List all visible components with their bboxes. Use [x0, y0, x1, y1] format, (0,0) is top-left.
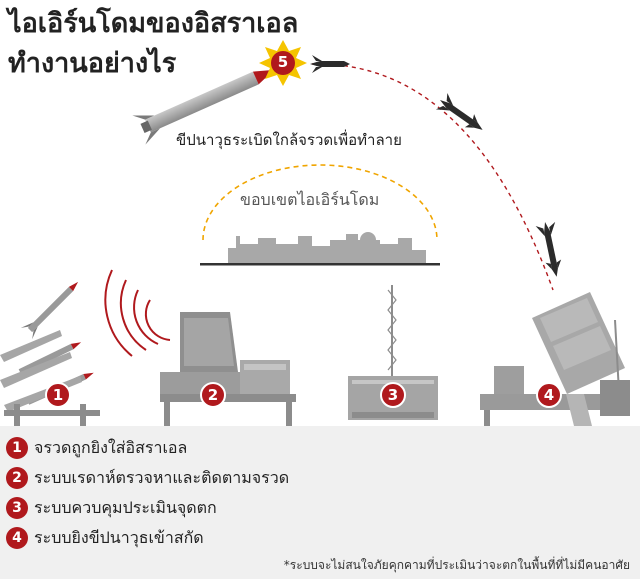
legend-number: 4 [6, 527, 28, 549]
interceptor-caption: ขีปนาวุธระเบิดใกล้จรวดเพื่อทำลาย [176, 131, 402, 149]
legend-text: ระบบเรดาห์ตรวจหาและติดตามจรวด [34, 467, 290, 487]
skyline-baseline [200, 263, 440, 266]
interceptor-trajectory [311, 63, 554, 291]
title-line-1: ไอเอิร์นโดมของอิสราเอล [8, 8, 299, 39]
marker-2: 2 [200, 382, 226, 408]
legend: 1 จรวดถูกยิงใส่อิสราเอล 2 ระบบเรดาห์ตรวจ… [6, 433, 289, 553]
interceptor-missile-icon [535, 221, 562, 277]
marker-3: 3 [380, 382, 406, 408]
explosion-number: 5 [277, 53, 289, 71]
launcher-icon [480, 292, 630, 426]
legend-text: จรวดถูกยิงใส่อิสราเอล [34, 437, 188, 457]
marker-4: 4 [536, 382, 562, 408]
ground [0, 426, 640, 579]
city-skyline-icon [228, 232, 426, 264]
interceptor-missile-icon [435, 92, 483, 130]
legend-text: ระบบยิงขีปนาวุธเข้าสกัด [34, 527, 204, 547]
legend-number: 3 [6, 497, 28, 519]
rocket-launcher-icon [0, 281, 100, 426]
legend-item: 3 ระบบควบคุมประเมินจุดตก [6, 493, 289, 523]
legend-item: 1 จรวดถูกยิงใส่อิสราเอล [6, 433, 289, 463]
radar-wave-icon [104, 269, 171, 357]
interceptor-missile-icon [310, 55, 350, 73]
footnote: *ระบบจะไม่สนใจภัยคุกคามที่ประเมินว่าจะตก… [283, 558, 630, 572]
legend-number: 1 [6, 437, 28, 459]
legend-item: 4 ระบบยิงขีปนาวุธเข้าสกัด [6, 523, 289, 553]
marker-1: 1 [45, 382, 71, 408]
page-title: ไอเอิร์นโดมของอิสราเอล ทำงานอย่างไร [8, 4, 298, 84]
legend-number: 2 [6, 467, 28, 489]
title-line-2: ทำงานอย่างไร [8, 48, 177, 79]
dome-label: ขอบเขตไอเอิร์นโดม [240, 190, 380, 209]
dome-boundary [202, 164, 438, 241]
radar-icon [160, 312, 296, 426]
explosion-icon [259, 40, 307, 86]
legend-text: ระบบควบคุมประเมินจุดตก [34, 497, 217, 517]
legend-item: 2 ระบบเรดาห์ตรวจหาและติดตามจรวด [6, 463, 289, 493]
